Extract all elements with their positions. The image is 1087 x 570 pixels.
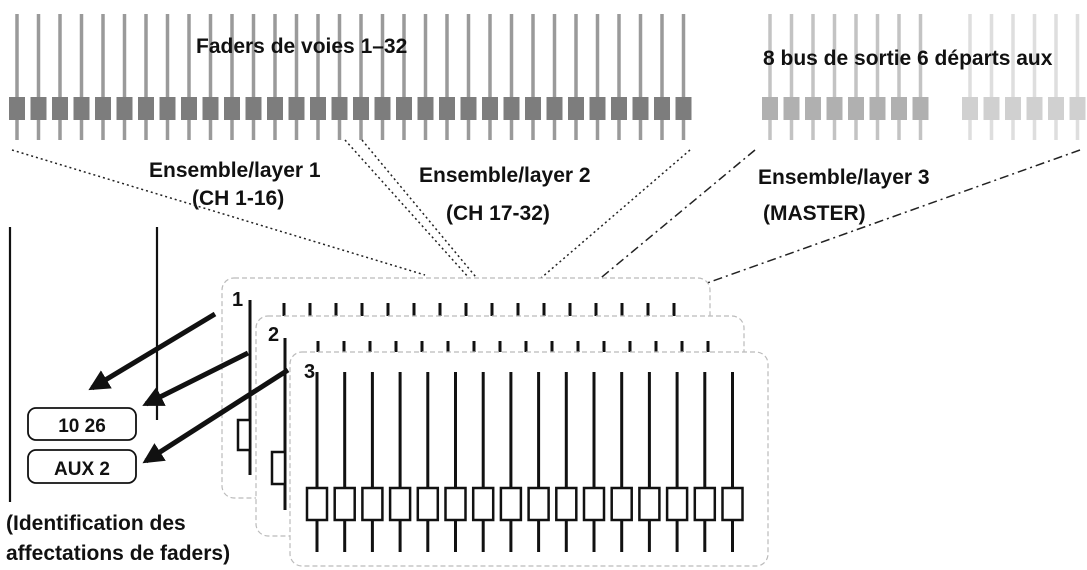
channel-fader-17 — [353, 14, 369, 140]
channel-fader-23 — [482, 14, 498, 140]
aux-send-fader-2 — [983, 14, 1000, 140]
aux-send-fader-1 — [962, 14, 978, 140]
panel3-fader-10 — [555, 372, 578, 552]
output-bus-fader-8 — [912, 14, 929, 140]
output-bus-fader-4 — [826, 14, 843, 140]
layer-number-2: 2 — [268, 324, 279, 346]
panel2-master-fader-cap — [270, 450, 287, 486]
arrow-layer2 — [142, 350, 250, 407]
layer1-connector-left — [11, 149, 426, 276]
channel-fader-9 — [181, 14, 197, 140]
channel-fader-16 — [331, 14, 348, 140]
output-bus-fader-1 — [762, 14, 778, 140]
channel-fader-26 — [546, 14, 563, 140]
panel3-fader-11 — [582, 372, 606, 552]
arrow-layer3 — [142, 367, 290, 464]
output-bus-fader-6 — [869, 14, 886, 140]
output-bus-fader-3 — [805, 14, 821, 140]
layer3-subtitle: (MASTER) — [763, 202, 866, 225]
display-1-text: 10 26 — [58, 416, 106, 437]
channel-fader-15 — [310, 14, 326, 140]
panel3-fader-1 — [305, 372, 329, 552]
panel3-fader-3 — [361, 372, 384, 552]
panel3-fader-13 — [638, 372, 661, 552]
aux-send-fader-4 — [1026, 14, 1043, 140]
panel3-fader-8 — [499, 372, 523, 552]
channel-fader-21 — [439, 14, 455, 140]
panel3-fader-7 — [471, 372, 495, 552]
arrow-layer1 — [88, 311, 217, 391]
channel-fader-32 — [675, 14, 692, 140]
layer2-title: Ensemble/layer 2 — [419, 164, 591, 187]
channel-fader-2 — [30, 14, 47, 140]
channel-fader-30 — [632, 14, 649, 140]
panel3-fader-15 — [693, 372, 717, 552]
caption-line-1: (Identification des — [6, 512, 186, 535]
display-2: AUX 2 — [27, 449, 137, 484]
channel-fader-18 — [374, 14, 391, 140]
channel-fader-6 — [116, 14, 133, 140]
channel-fader-27 — [568, 14, 584, 140]
channel-fader-13 — [267, 14, 283, 140]
output-bus-fader-row — [762, 14, 929, 140]
panel3-fader-6 — [444, 372, 467, 552]
output-bus-fader-7 — [891, 14, 907, 140]
panel3-fader-9 — [527, 372, 550, 552]
channel-fader-1 — [9, 14, 25, 140]
layer-panel-3: 3 — [289, 351, 769, 567]
channel-fader-row — [9, 14, 692, 140]
channel-fader-28 — [589, 14, 606, 140]
output-buses-label: 8 bus de sortie 6 départs aux — [763, 47, 1053, 70]
panel1-faders — [282, 303, 676, 317]
panel1-master-fader-cap — [236, 418, 252, 452]
channel-fader-8 — [159, 14, 176, 140]
channel-fader-11 — [224, 14, 240, 140]
panel3-fader-12 — [610, 372, 633, 552]
channel-fader-29 — [611, 14, 627, 140]
channel-fader-14 — [288, 14, 305, 140]
channel-fader-24 — [503, 14, 520, 140]
channel-fader-5 — [95, 14, 111, 140]
display-1: 10 26 — [27, 407, 137, 441]
aux-send-fader-6 — [1069, 14, 1086, 140]
channel-fader-31 — [654, 14, 670, 140]
layer-number-1: 1 — [232, 289, 243, 311]
channel-fader-12 — [245, 14, 262, 140]
panel3-fader-5 — [416, 372, 440, 552]
aux-send-fader-5 — [1048, 14, 1064, 140]
channel-fader-19 — [396, 14, 412, 140]
layer-number-3: 3 — [304, 361, 315, 383]
panel2-faders — [316, 341, 710, 354]
layer2-subtitle: (CH 17-32) — [446, 202, 550, 225]
aux-send-fader-row — [962, 14, 1086, 140]
channel-fader-20 — [417, 14, 434, 140]
panel3-fader-2 — [333, 372, 356, 552]
layer3-connector-right — [524, 149, 1081, 349]
channel-fader-4 — [73, 14, 90, 140]
channel-fader-3 — [52, 14, 68, 140]
layer1-subtitle: (CH 1-16) — [192, 187, 284, 210]
aux-send-fader-3 — [1005, 14, 1021, 140]
layer2-connector-left — [361, 139, 511, 319]
assignment-arrows — [88, 311, 290, 464]
channel-fader-10 — [202, 14, 219, 140]
caption-line-2: affectations de faders) — [6, 542, 230, 565]
channel-fader-7 — [138, 14, 154, 140]
channel-faders-label: Faders de voies 1–32 — [196, 35, 407, 58]
layer1-title: Ensemble/layer 1 — [149, 159, 321, 182]
output-bus-fader-5 — [848, 14, 864, 140]
channel-fader-25 — [525, 14, 541, 140]
panel3-fader-16 — [721, 372, 744, 552]
display-2-text: AUX 2 — [54, 459, 110, 480]
layer3-title: Ensemble/layer 3 — [758, 166, 930, 189]
panel3-fader-4 — [388, 372, 412, 552]
panel3-fader-14 — [665, 372, 689, 552]
channel-fader-22 — [460, 14, 477, 140]
panel3-faders — [305, 372, 744, 552]
output-bus-fader-2 — [783, 14, 800, 140]
